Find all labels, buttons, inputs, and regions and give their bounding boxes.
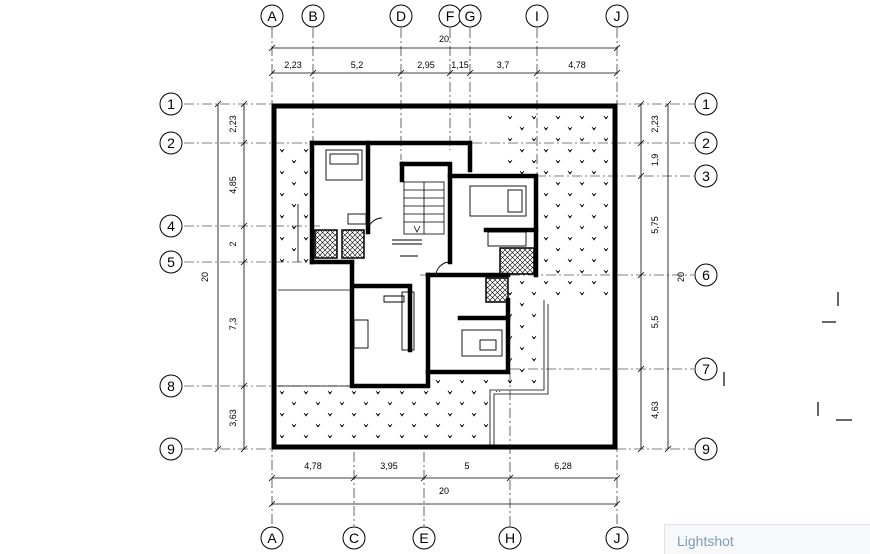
dim-top-overall: 20	[439, 34, 449, 44]
axis-bubble-bottom-h: H	[498, 526, 522, 550]
dim-left-2: 4,85	[228, 176, 238, 194]
svg-text:9: 9	[167, 441, 175, 457]
row-bubble-left-2: 2	[159, 131, 183, 155]
dim-bottom-3: 5	[464, 461, 469, 471]
svg-text:D: D	[396, 8, 406, 24]
svg-text:1: 1	[702, 96, 710, 112]
svg-text:1: 1	[167, 96, 175, 112]
svg-text:E: E	[419, 530, 428, 546]
svg-text:2: 2	[167, 135, 175, 151]
lightshot-label: Lightshot	[677, 533, 734, 549]
row-bubble-left-1: 1	[159, 92, 183, 116]
svg-text:6: 6	[702, 267, 710, 283]
furniture	[325, 149, 527, 357]
axis-bubble-bottom-e: E	[412, 526, 436, 550]
left-row-bubbles: 1 2 4 5 8 9	[159, 92, 183, 461]
dim-bottom-2: 3,95	[380, 461, 398, 471]
row-bubble-right-9: 9	[694, 437, 718, 461]
axis-bubble-bottom-j: J	[605, 526, 629, 550]
terrace-outlines	[278, 204, 549, 445]
row-bubble-left-9: 9	[159, 437, 183, 461]
top-dimension-labels: 20 2,23 5,2 2,95 1,15 3,7 4,78	[284, 34, 586, 70]
row-bubble-right-6: 6	[694, 263, 718, 287]
svg-text:F: F	[446, 8, 455, 24]
axis-bubble-top-b: B	[301, 4, 325, 28]
row-bubble-right-2: 2	[694, 131, 718, 155]
row-bubble-left-4: 4	[159, 214, 183, 238]
right-row-bubbles: 1 2 3 6 7 9	[694, 92, 718, 461]
axis-bubble-bottom-c: C	[342, 526, 366, 550]
dim-right-2: 1,9	[650, 154, 660, 167]
dim-top-2: 5,2	[351, 60, 364, 70]
dim-right-1: 2,23	[650, 115, 660, 133]
bathroom-fills	[314, 229, 535, 303]
svg-text:4: 4	[167, 218, 175, 234]
row-bubble-right-3: 3	[694, 164, 718, 188]
svg-text:9: 9	[702, 441, 710, 457]
svg-text:H: H	[505, 530, 515, 546]
dim-bottom-4: 6,28	[554, 461, 572, 471]
axis-bubble-top-a: A	[260, 4, 284, 28]
svg-text:A: A	[267, 530, 277, 546]
dim-top-1: 2,23	[284, 60, 302, 70]
svg-text:3: 3	[702, 168, 710, 184]
dim-right-overall: 20	[676, 272, 686, 282]
svg-text:I: I	[535, 8, 539, 24]
left-dimension-labels: 20 2,23 4,85 2 7,3 3,63	[200, 115, 238, 427]
svg-text:C: C	[349, 530, 359, 546]
svg-text:A: A	[267, 8, 277, 24]
dim-left-overall: 20	[200, 272, 210, 282]
axis-bubble-top-i: I	[525, 4, 549, 28]
dim-bottom-overall: 20	[439, 486, 449, 496]
bottom-axis-bubbles: A C E H J	[260, 526, 629, 550]
dim-left-1: 2,23	[228, 115, 238, 133]
stair	[403, 181, 445, 235]
svg-text:J: J	[614, 8, 621, 24]
site-boundary	[271, 103, 618, 450]
row-bubble-right-7: 7	[694, 357, 718, 381]
right-dimension-labels: 2,23 1,9 5,75 5,5 4,63 20	[650, 115, 686, 419]
dimension-lines	[214, 44, 672, 508]
svg-text:G: G	[465, 8, 476, 24]
dim-top-5: 3,7	[497, 60, 510, 70]
row-bubble-right-1: 1	[694, 92, 718, 116]
dim-left-5: 3,63	[228, 409, 238, 427]
dim-right-4: 5,5	[650, 316, 660, 329]
interior-walls	[309, 140, 539, 389]
svg-text:2: 2	[702, 135, 710, 151]
dim-left-3: 2	[228, 241, 238, 246]
svg-text:B: B	[308, 8, 317, 24]
dim-top-6: 4,78	[568, 60, 586, 70]
svg-text:5: 5	[167, 254, 175, 270]
dim-bottom-1: 4,78	[304, 461, 322, 471]
axis-bubble-bottom-a: A	[260, 526, 284, 550]
dim-right-3: 5,75	[650, 216, 660, 234]
axis-bubble-top-f: F	[438, 4, 462, 28]
lightshot-tooltip: Lightshot	[664, 524, 870, 554]
axis-bubble-top-d: D	[389, 4, 413, 28]
stray-marks	[723, 292, 852, 421]
dim-left-4: 7,3	[228, 318, 238, 331]
landscape-areas	[276, 108, 614, 445]
row-bubble-left-8: 8	[159, 374, 183, 398]
axis-bubble-top-g: G	[458, 4, 482, 28]
dim-top-4: 1,15	[451, 60, 469, 70]
top-axis-bubbles: A B D F G I J	[260, 4, 629, 28]
svg-text:8: 8	[167, 378, 175, 394]
bottom-dimension-labels: 4,78 3,95 5 6,28 20	[304, 461, 572, 496]
svg-text:J: J	[614, 530, 621, 546]
svg-text:7: 7	[702, 361, 710, 377]
dim-right-5: 4,63	[650, 401, 660, 419]
row-bubble-left-5: 5	[159, 250, 183, 274]
dim-top-3: 2,95	[417, 60, 435, 70]
axis-bubble-top-j: J	[605, 4, 629, 28]
